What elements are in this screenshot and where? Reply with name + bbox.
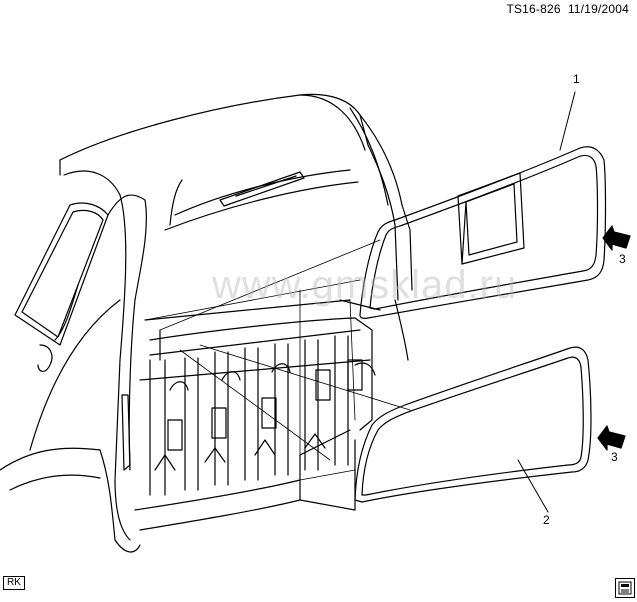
projection-lines bbox=[144, 239, 411, 486]
document-date: 11/19/2004 bbox=[567, 2, 629, 16]
document-id: TS16-826 11/19/2004 bbox=[506, 2, 629, 16]
bed-side-left bbox=[0, 194, 147, 553]
watermark: www.gmsklad.ru bbox=[212, 263, 518, 307]
rear-window-part-1 bbox=[359, 146, 607, 319]
callout-3-upper: 3 bbox=[619, 252, 626, 266]
callout-leaders bbox=[517, 91, 576, 513]
window-cover-part-2 bbox=[354, 346, 592, 503]
callout-1: 1 bbox=[573, 72, 580, 86]
gm-service-badge-icon bbox=[615, 578, 635, 598]
bed-rear-panel bbox=[299, 429, 356, 511]
truck-cab bbox=[59, 93, 403, 231]
bed-floor bbox=[134, 299, 376, 531]
region-code: RK bbox=[3, 576, 25, 590]
callout-2: 2 bbox=[543, 513, 550, 527]
arrow-3-icon bbox=[597, 225, 631, 451]
callout-3-lower: 3 bbox=[611, 450, 618, 464]
